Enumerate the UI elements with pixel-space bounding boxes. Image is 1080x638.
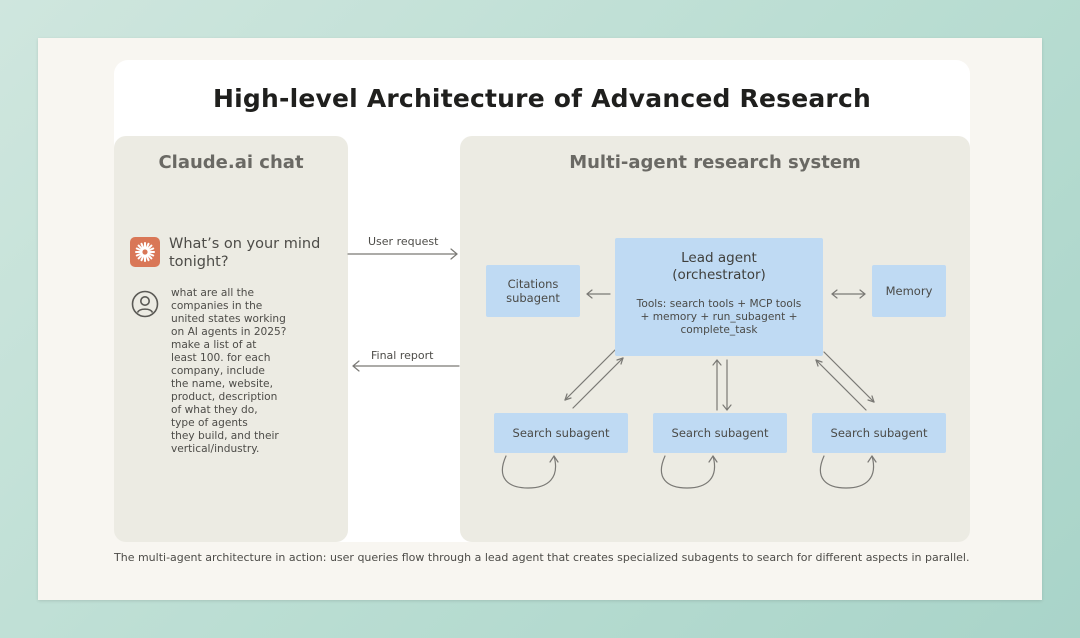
- multi-agent-panel-title: Multi-agent research system: [569, 152, 861, 173]
- search-subagent-box: Search subagent: [494, 413, 628, 453]
- connector-layer: [347, 248, 877, 489]
- user-request-arrow: [347, 248, 458, 260]
- lead-search3-arrows: [815, 351, 875, 411]
- prompt-heading: What’s on your mind tonight?: [169, 236, 321, 270]
- user-query-text: what are all the companies in the united…: [171, 287, 287, 455]
- lead-to-citations-arrow: [586, 289, 611, 299]
- lead-agent-box: Lead agent (orchestrator) Tools: search …: [615, 238, 823, 356]
- lead-agent-title: Lead agent (orchestrator): [672, 250, 766, 283]
- search-subagent-box: Search subagent: [812, 413, 946, 453]
- search-subagent-box: Search subagent: [653, 413, 787, 453]
- claude-logo-icon: [130, 237, 160, 267]
- lead-agent-tools: Tools: search tools + MCP tools + memory…: [636, 298, 802, 336]
- diagram-title: High-level Architecture of Advanced Rese…: [213, 84, 871, 113]
- figure-card: High-level Architecture of Advanced Rese…: [38, 38, 1042, 600]
- lead-search2-arrows: [712, 359, 732, 411]
- lead-memory-arrow: [831, 289, 866, 299]
- citations-subagent-box: Citations subagent: [486, 265, 580, 317]
- claude-chat-panel-title: Claude.ai chat: [158, 152, 304, 173]
- claude-chat-panel: Claude.ai chat What’s on: [114, 136, 348, 542]
- memory-box: Memory: [872, 265, 946, 317]
- lead-search1-arrows: [564, 349, 624, 409]
- user-request-label: User request: [368, 235, 439, 248]
- figure-caption: The multi-agent architecture in action: …: [114, 551, 970, 564]
- search2-loop-arrow: [660, 455, 718, 489]
- final-report-arrow: [352, 360, 460, 372]
- user-avatar-icon: [130, 289, 160, 319]
- final-report-label: Final report: [371, 349, 434, 362]
- search1-loop-arrow: [501, 455, 559, 489]
- search3-loop-arrow: [819, 455, 877, 489]
